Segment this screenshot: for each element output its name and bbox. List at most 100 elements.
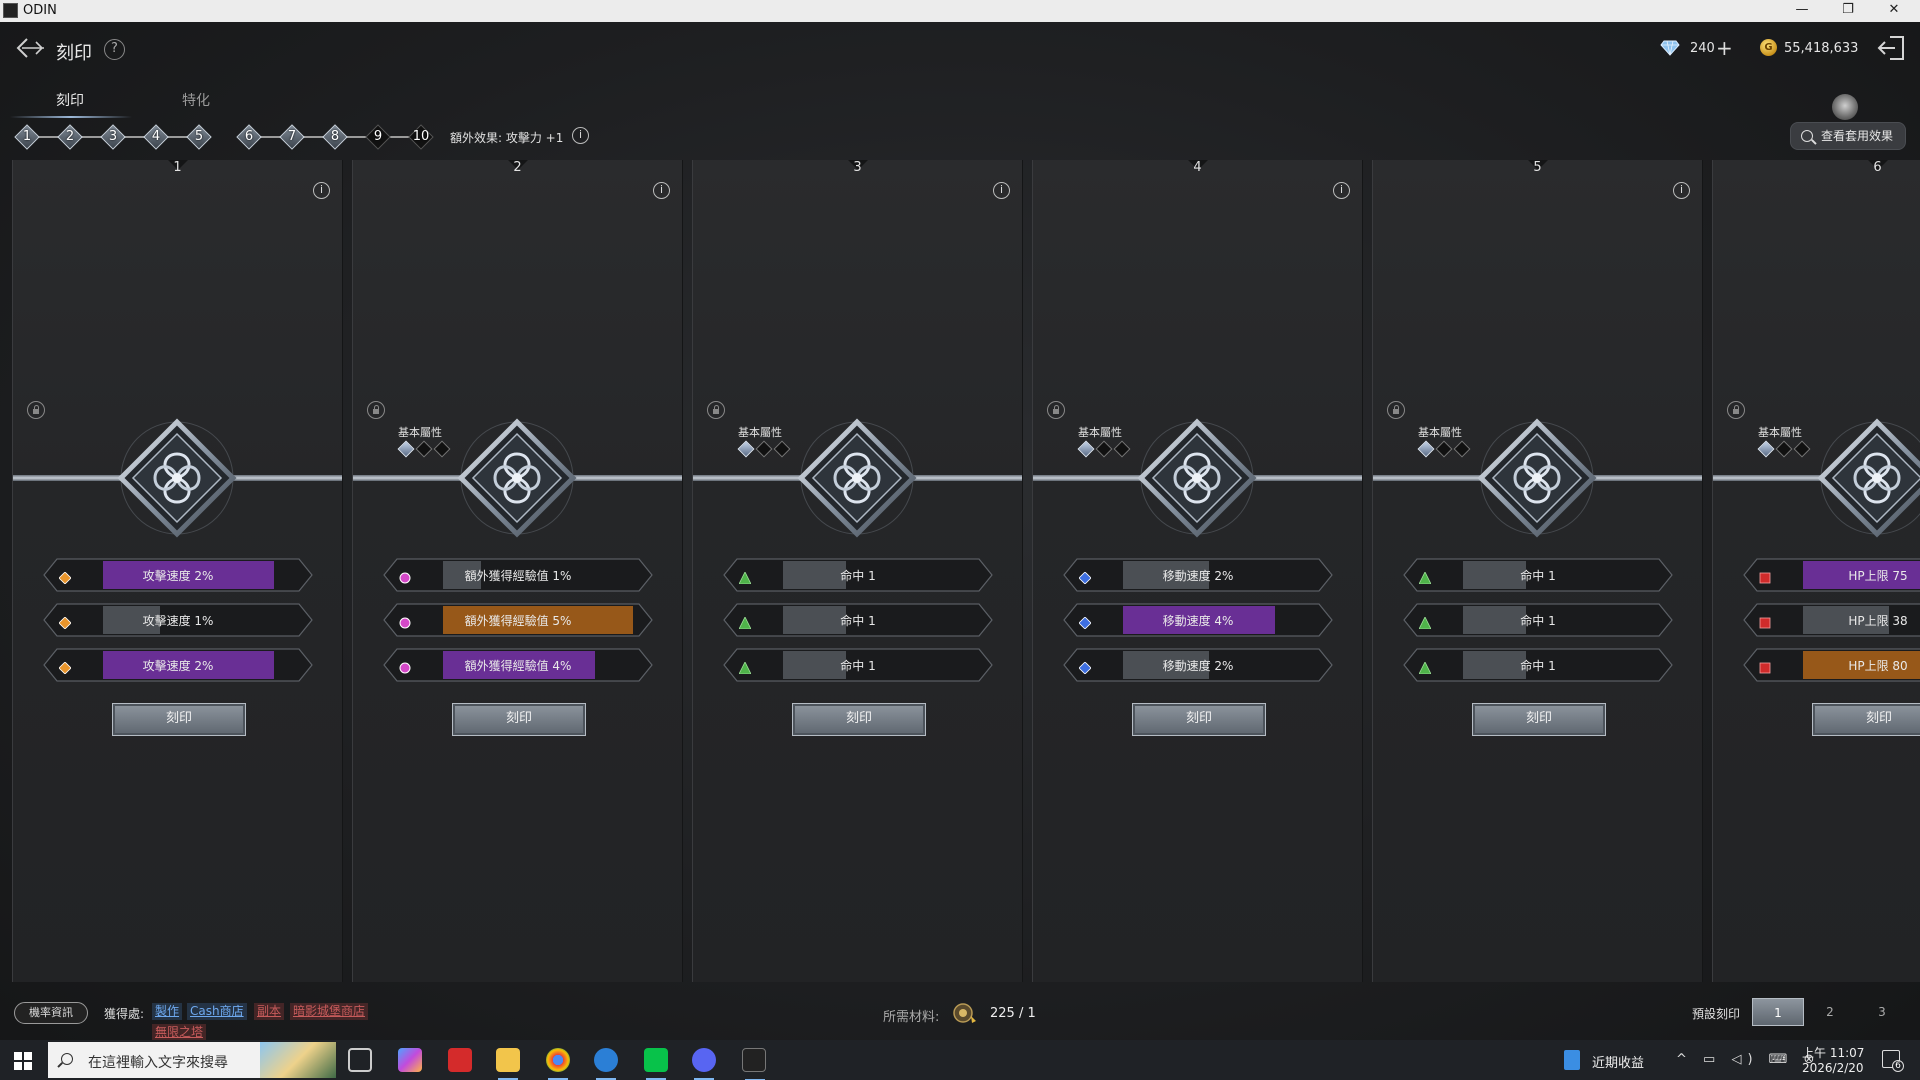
bonus-info-icon[interactable]: i [572, 127, 589, 144]
stat-row: 命中 1 [723, 603, 993, 637]
level-node: 1 [14, 124, 40, 150]
stat-text: 命中 1 [1520, 659, 1556, 673]
stat-type-icon [58, 614, 72, 630]
stat-row-frame [43, 648, 313, 682]
notification-icon[interactable] [1882, 1050, 1900, 1068]
imprint-button[interactable]: 刻印 [1812, 703, 1920, 736]
imprint-button[interactable]: 刻印 [1472, 703, 1606, 736]
base-attribute-label: 基本屬性 [738, 426, 782, 439]
add-diamond-button[interactable]: + [1716, 36, 1733, 60]
stat-row: 攻擊速度 1% [43, 603, 313, 637]
stat-type-icon [399, 659, 411, 674]
stat-text: 命中 1 [840, 659, 876, 673]
lock-icon[interactable] [27, 401, 45, 419]
stat-text: 額外獲得經驗值 4% [464, 659, 572, 673]
task-view-icon[interactable] [348, 1048, 372, 1072]
stat-text: 命中 1 [1520, 569, 1556, 583]
imprint-emblem-icon[interactable] [1815, 416, 1920, 540]
lock-icon[interactable] [707, 401, 725, 419]
exit-icon[interactable] [1876, 34, 1906, 62]
slot-info-icon[interactable]: i [1673, 182, 1690, 199]
attribute-gem-icon [1435, 440, 1453, 458]
stat-type-icon [1078, 569, 1092, 585]
lock-icon[interactable] [1047, 401, 1065, 419]
window-titlebar: ODIN — ❐ ✕ [0, 0, 1920, 22]
clock-date[interactable]: 2026/2/20 [1802, 1061, 1864, 1075]
view-applied-effects-button[interactable]: 查看套用效果 [1790, 122, 1906, 150]
tab-specialize[interactable]: 特化 [182, 93, 210, 109]
source-shadow-castle-shop-link[interactable]: 暗影城堡商店 [290, 1003, 369, 1020]
diamond-currency-icon [1660, 40, 1680, 56]
stat-type-icon [1418, 569, 1432, 585]
attribute-gem-icon [1077, 440, 1095, 458]
level-node: 2 [57, 124, 83, 150]
odin-taskbar-icon[interactable] [742, 1048, 766, 1080]
system-tray-icons[interactable]: ^ ▭ ◁) ⌨ ⊗ [1676, 1052, 1821, 1067]
imprint-button[interactable]: 刻印 [112, 703, 246, 736]
preset-tab-1[interactable]: 1 [1752, 998, 1804, 1026]
slot-header-notch [1868, 160, 1888, 170]
attribute-gem-icon [415, 440, 433, 458]
imprint-button[interactable]: 刻印 [452, 703, 586, 736]
discord-icon[interactable] [692, 1048, 716, 1080]
source-dungeon-link[interactable]: 副本 [254, 1003, 285, 1020]
help-icon[interactable]: ? [104, 39, 125, 60]
slot-info-icon[interactable]: i [653, 182, 670, 199]
lock-icon[interactable] [367, 401, 385, 419]
diamond-count: 240 [1690, 41, 1715, 56]
attribute-gem-icon [1113, 440, 1131, 458]
tab-imprint[interactable]: 刻印 [56, 93, 84, 109]
preset-tab-2[interactable]: 2 [1826, 1005, 1834, 1019]
stat-row-frame [1063, 558, 1333, 592]
slot-info-icon[interactable]: i [313, 182, 330, 199]
copilot-icon[interactable] [398, 1048, 422, 1072]
imprint-emblem-icon[interactable] [795, 416, 919, 540]
stat-text: 額外獲得經驗值 5% [464, 614, 572, 628]
stat-row-frame [1743, 558, 1920, 592]
level-number: 3 [108, 129, 118, 144]
source-cash-shop-link[interactable]: Cash商店 [187, 1003, 247, 1020]
imprint-emblem-icon[interactable] [1475, 416, 1599, 540]
imprint-emblem-icon[interactable] [115, 416, 239, 540]
attribute-gem-icon [1793, 440, 1811, 458]
news-widget-icon[interactable] [1564, 1050, 1580, 1070]
windows-taskbar: 在這裡輸入文字來搜尋 近期收益 ^ ▭ ◁) ⌨ ⊗ 上午 11:07 2026… [0, 1040, 1920, 1080]
file-explorer-icon[interactable] [496, 1048, 520, 1080]
imprint-emblem-icon[interactable] [1135, 416, 1259, 540]
windows-start-icon[interactable] [14, 1052, 32, 1070]
chrome-icon[interactable] [546, 1048, 570, 1080]
news-widget-label[interactable]: 近期收益 [1592, 1056, 1645, 1071]
stat-text: 命中 1 [840, 569, 876, 583]
close-button[interactable]: ✕ [1888, 2, 1900, 17]
source-craft-link[interactable]: 製作 [152, 1003, 183, 1020]
attribute-gems [397, 440, 460, 458]
lock-icon[interactable] [1727, 401, 1745, 419]
preset-tab-3[interactable]: 3 [1878, 1005, 1886, 1019]
page-title: 刻印 [56, 43, 92, 64]
probability-info-button[interactable]: 機率資訊 [14, 1002, 88, 1024]
imprint-emblem-icon[interactable] [455, 416, 579, 540]
browser-icon[interactable] [594, 1048, 618, 1080]
slot-info-icon[interactable]: i [1333, 182, 1350, 199]
imprint-button[interactable]: 刻印 [1132, 703, 1266, 736]
slot-info-icon[interactable]: i [993, 182, 1010, 199]
source-infinite-tower-link[interactable]: 無限之塔 [152, 1024, 207, 1041]
stat-row: 攻擊速度 2% [43, 558, 313, 592]
stat-row: 命中 1 [723, 558, 993, 592]
attribute-gem-icon [433, 440, 451, 458]
base-attribute-label: 基本屬性 [1758, 426, 1802, 439]
imprint-button[interactable]: 刻印 [792, 703, 926, 736]
slot-number: 4 [1193, 160, 1202, 175]
clock-time[interactable]: 上午 11:07 [1802, 1046, 1865, 1060]
taskbar-search-box[interactable]: 在這裡輸入文字來搜尋 [48, 1042, 336, 1078]
line-icon[interactable] [644, 1048, 668, 1080]
stat-row: 額外獲得經驗值 4% [383, 648, 653, 682]
garena-icon[interactable] [448, 1048, 472, 1072]
lock-icon[interactable] [1387, 401, 1405, 419]
minimize-button[interactable]: — [1795, 2, 1809, 17]
stat-text: 移動速度 2% [1162, 659, 1234, 673]
restore-button[interactable]: ❐ [1842, 2, 1854, 17]
back-arrow-icon[interactable] [16, 36, 46, 60]
